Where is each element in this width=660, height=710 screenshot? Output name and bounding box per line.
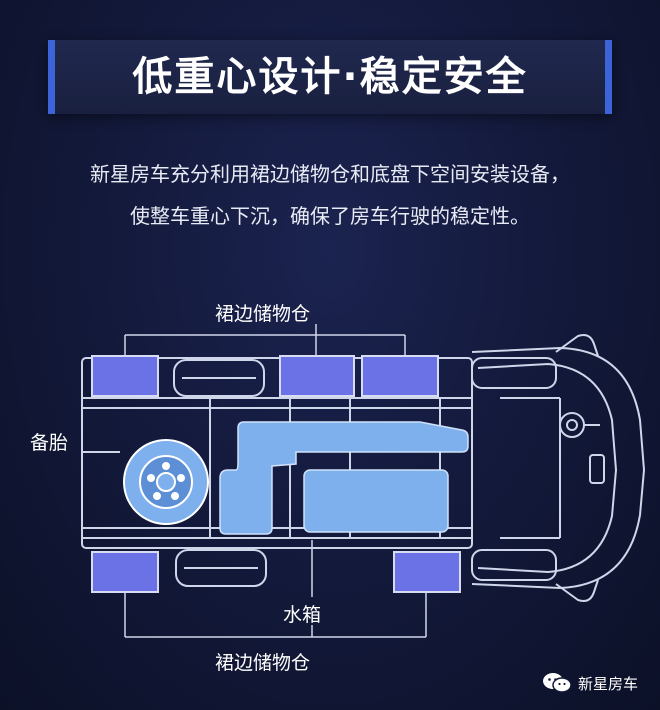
equipment-highlight [219,421,469,535]
wechat-icon [542,673,572,693]
storage-box-bottom-2 [393,551,461,593]
description-line-1: 新星房车充分利用裙边储物仓和底盘下空间安装设备， [90,162,570,186]
brand-name: 新星房车 [577,674,638,693]
label-storage-bottom: 裙边储物仓 [215,652,311,674]
rear-wheel-bottom [175,549,267,587]
front-wheel-top [471,357,557,389]
label-water-tank: 水箱 [283,604,322,626]
callout-lines-bottom [124,540,427,638]
storage-box-top-1 [91,355,159,397]
storage-box-top-3 [361,355,439,397]
label-storage-top: 裙边储物仓 [215,303,311,325]
equipment-block-upper [219,421,469,535]
vehicle-cab [471,334,646,602]
storage-box-top-2 [279,355,355,397]
brand-watermark: 新星房车 [542,672,638,694]
spare-tire [123,439,209,525]
title-banner: 低重心设计·稳定安全 [48,40,612,114]
callout-lines-top [124,324,406,356]
storage-box-bottom-1 [91,551,159,593]
chassis-frame [81,357,473,549]
label-spare-tire: 备胎 [30,432,69,454]
storage-boxes [91,355,461,593]
page-title: 低重心设计·稳定安全 [132,54,528,100]
front-wheel-bottom [471,549,557,581]
water-tank-block [303,469,449,533]
rear-wheel-top [173,359,265,397]
description-line-2: 使整车重心下沉，确保了房车行驶的稳定性。 [130,204,530,228]
